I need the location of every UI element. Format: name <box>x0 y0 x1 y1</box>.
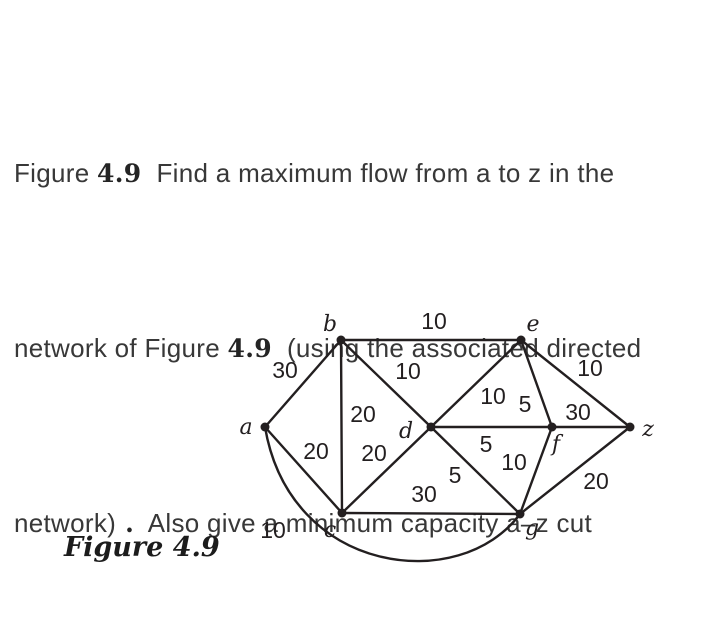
edge-capacity-d-g: 5 <box>449 462 462 488</box>
bold-period: . <box>116 509 135 538</box>
edge-capacity-e-z: 10 <box>577 355 603 381</box>
graph-node-b <box>336 335 346 345</box>
problem-text: network of Figure <box>14 333 228 363</box>
edge-capacity-f-z: 30 <box>565 399 591 425</box>
node-label-a: a <box>239 415 252 440</box>
edge-a-g <box>263 425 522 563</box>
problem-text: (using the associated directed <box>271 333 642 363</box>
edge-capacity-e-f: 5 <box>519 391 532 417</box>
graph-node-c <box>337 508 347 518</box>
edge-b-c <box>339 338 344 515</box>
edge-b-d <box>339 338 433 429</box>
edge-capacity-b-d: 10 <box>395 358 421 384</box>
edge-capacity-b-c: 20 <box>350 401 376 427</box>
node-label-b: b <box>323 312 337 337</box>
edge-capacity-b-e: 10 <box>421 308 447 334</box>
figure-caption: Figure 4.9 <box>64 532 220 563</box>
edge-capacity-d-e: 10 <box>480 383 506 409</box>
edge-capacity-c-d: 20 <box>361 440 387 466</box>
edge-e-f <box>519 338 554 429</box>
graph-node-d <box>426 422 436 432</box>
node-label-c: c <box>324 518 336 543</box>
edge-a-b <box>263 338 343 429</box>
problem-text: Figure <box>14 158 98 188</box>
problem-text: Find a maximum flow from a to z in the <box>141 158 615 188</box>
node-label-z: z <box>641 417 654 442</box>
node-label-f: f <box>550 432 564 457</box>
problem-statement: Figure 4.9 Find a maximum flow from a to… <box>14 28 714 637</box>
edge-d-e <box>429 338 523 429</box>
node-label-e: e <box>526 312 539 337</box>
edge-capacity-g-z: 20 <box>583 468 609 494</box>
graph-node-e <box>516 335 526 345</box>
edge-capacity-f-g: 10 <box>501 449 527 475</box>
edge-g-z <box>518 425 632 516</box>
edge-a-c <box>263 425 344 515</box>
edge-c-g <box>340 511 522 516</box>
problem-line-1: Figure 4.9 Find a maximum flow from a to… <box>14 144 714 203</box>
graph-node-f <box>547 422 557 432</box>
problem-text: network) <box>14 508 117 538</box>
graph-node-z <box>625 422 635 432</box>
edge-f-g <box>518 425 554 516</box>
figure-number-bold: 4.9 <box>97 159 142 188</box>
edge-capacity-a-g: 10 <box>260 517 286 543</box>
node-label-d: d <box>399 419 413 444</box>
edge-e-z <box>519 338 632 429</box>
edge-capacity-a-c: 20 <box>303 438 329 464</box>
edge-capacity-c-g: 30 <box>411 481 437 507</box>
figure-number-bold: 4.9 <box>227 334 272 363</box>
graph-node-g <box>515 509 525 519</box>
edge-c-d <box>340 425 433 515</box>
edge-d-g <box>429 425 522 516</box>
edge-capacity-a-b: 30 <box>272 357 298 383</box>
graph-node-a <box>260 422 270 432</box>
edge-capacity-d-f: 5 <box>480 431 493 457</box>
node-label-g: g <box>525 516 539 541</box>
problem-line-2: network of Figure 4.9 (using the associa… <box>14 319 714 378</box>
